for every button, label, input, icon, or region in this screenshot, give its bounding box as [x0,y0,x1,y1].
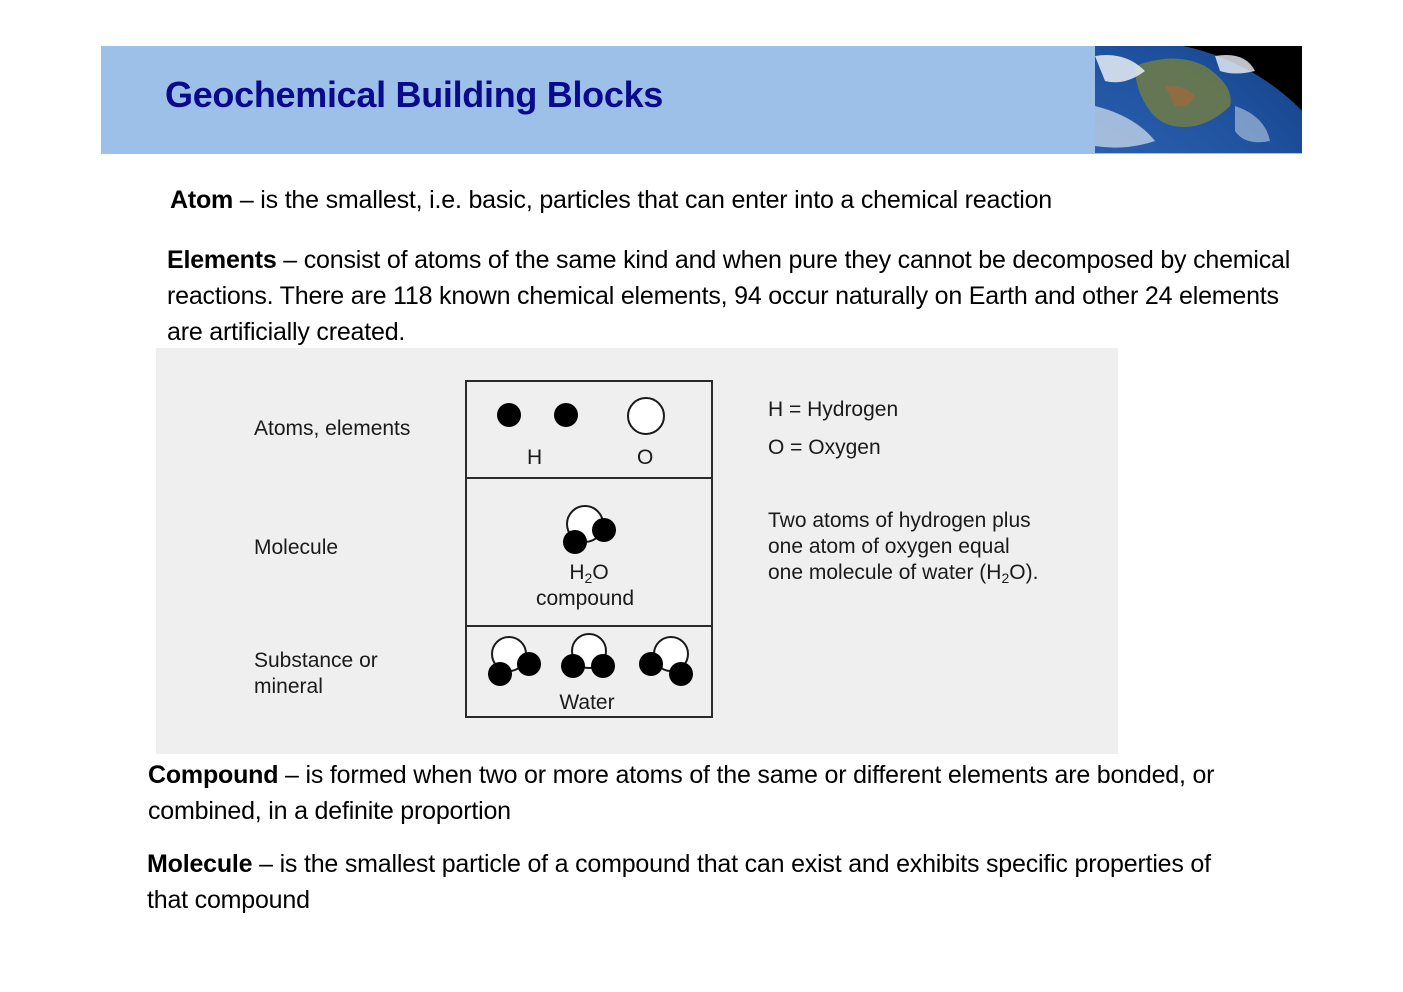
water-molecule-figure: Atoms, elements Molecule Substance or mi… [156,348,1118,754]
earth-from-space-image [1095,46,1302,153]
water-molecule-icon [488,636,541,686]
label-water: Water [559,691,615,714]
atom-definition-text: – is the smallest, i.e. basic, particles… [233,186,1053,214]
diagram-table: H O H2O compound Water [465,380,713,718]
water-molecule-icon [561,633,615,678]
oxygen-atom-icon [627,397,665,435]
legend-oxygen: O = Oxygen [768,436,881,459]
molecule-definition: Molecule – is the smallest particle of a… [147,846,1247,918]
label-compound: compound [535,587,635,610]
legend-hydrogen: H = Hydrogen [768,398,899,421]
term-compound: Compound [148,761,279,789]
legend-description-line2: one atom of oxygen equal [768,535,1010,558]
elements-definition: Elements – consist of atoms of the same … [167,242,1297,350]
water-molecule-icon [563,505,616,554]
water-molecule-icon [639,636,693,686]
molecule-definition-text: – is the smallest particle of a compound… [147,850,1211,914]
hydrogen-atom-icon [554,403,578,427]
row-divider [467,625,711,627]
term-elements: Elements [167,246,277,274]
legend-line3-sub: 2 [1001,570,1010,586]
legend-description-line3: one molecule of water (H2O). [768,560,1038,586]
label-h: H [527,446,543,469]
legend-description-line1: Two atoms of hydrogen plus [768,509,1031,532]
row-label-atoms: Atoms, elements [254,417,411,440]
formula-o: O [592,561,609,584]
elements-definition-text: – consist of atoms of the same kind and … [167,246,1291,346]
formula-h: H [569,561,585,584]
formula-h2o: H2O [467,560,711,586]
legend-line3-post: O). [1009,561,1039,584]
legend-description: Two atoms of hydrogen plus one atom of o… [768,508,1038,586]
hydrogen-atom-icon [497,403,521,427]
legend-line3-pre: one molecule of water (H [768,561,1002,584]
row-label-substance-line2: mineral [254,675,323,698]
earth-globe-icon [1095,46,1302,153]
compound-definition: Compound – is formed when two or more at… [148,757,1248,829]
row-label-molecule: Molecule [254,536,339,559]
term-molecule: Molecule [147,850,253,878]
atom-definition: Atom – is the smallest, i.e. basic, part… [170,182,1052,218]
row-label-substance: Substance or mineral [254,648,378,700]
formula-sub: 2 [584,570,593,586]
label-o: O [637,446,654,469]
slide-header: Geochemical Building Blocks [101,46,1302,154]
slide-title: Geochemical Building Blocks [165,74,664,115]
compound-definition-text: – is formed when two or more atoms of th… [148,761,1215,825]
term-atom: Atom [170,186,234,214]
row-divider [467,477,711,479]
row-label-substance-line1: Substance or [254,649,378,672]
